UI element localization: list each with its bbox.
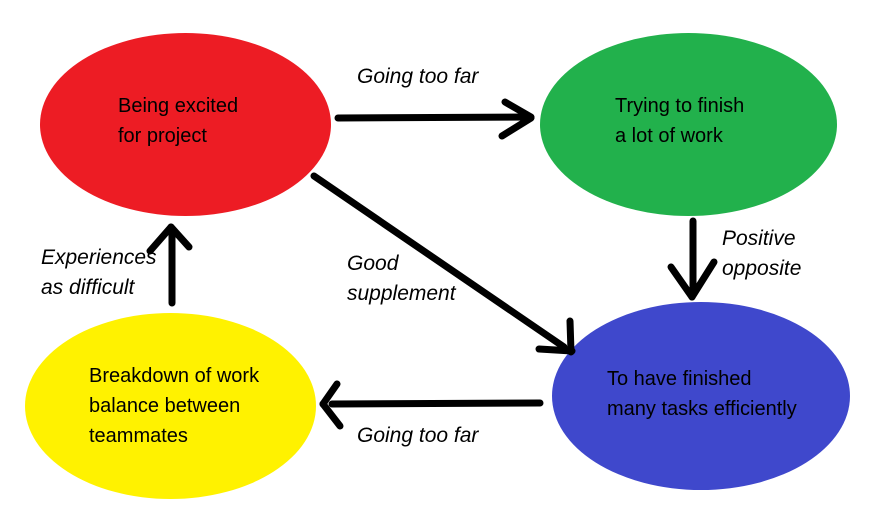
- edge-label-going-too-far-bottom: Going too far: [357, 424, 479, 447]
- node-being-excited-label: Being excited for project: [118, 95, 239, 147]
- arrow-trying-to-finished: [667, 217, 718, 301]
- node-finished-tasks-label: To have finished many tasks efficiently: [607, 368, 797, 420]
- node-breakdown-work-balance-label: Breakdown of work balance between teamma…: [89, 365, 260, 447]
- edge-label-experiences-as-difficult: Experiences as difficult: [41, 246, 157, 299]
- edge-label-good-supplement: Good supplement: [347, 252, 456, 305]
- arrow-finished-to-breakdown: [319, 380, 544, 430]
- arrow-excited-to-finished: [310, 172, 576, 356]
- edge-label-positive-opposite: Positive opposite: [722, 227, 802, 280]
- node-trying-to-finish-label: Trying to finish a lot of work: [615, 95, 745, 147]
- node-trying-to-finish: Trying to finish a lot of work: [540, 33, 837, 216]
- arrow-breakdown-to-excited: [146, 223, 193, 307]
- node-being-excited: Being excited for project: [40, 33, 331, 216]
- node-breakdown-work-balance: Breakdown of work balance between teamma…: [25, 313, 316, 499]
- arrow-excited-to-trying: [334, 98, 535, 140]
- node-finished-tasks: To have finished many tasks efficiently: [552, 302, 850, 490]
- edge-label-going-too-far-top: Going too far: [357, 65, 479, 88]
